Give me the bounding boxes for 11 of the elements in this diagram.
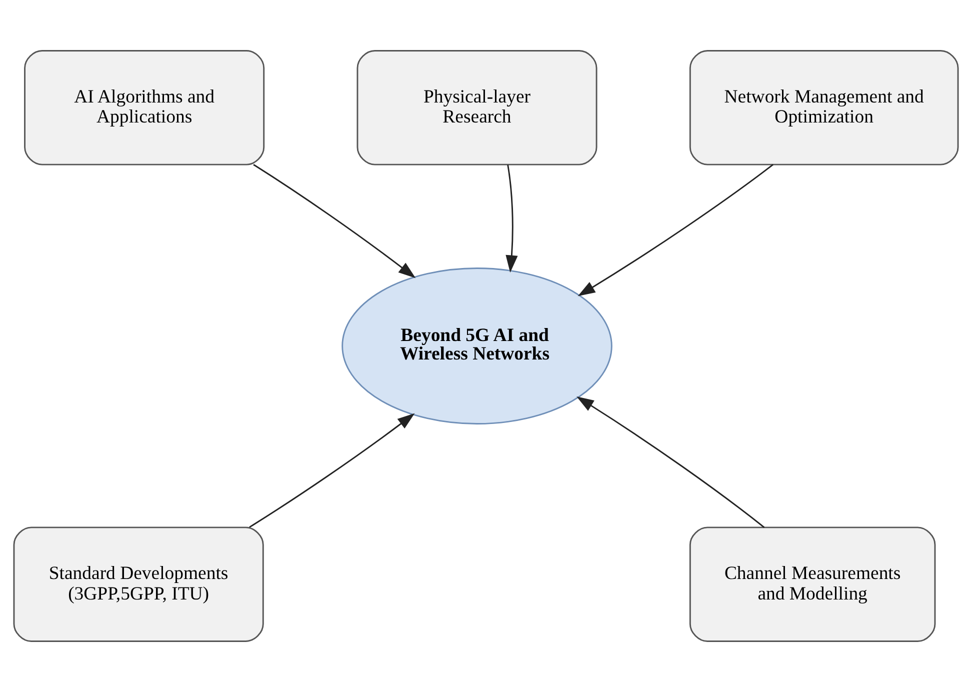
arrow xyxy=(249,412,415,528)
node-box: Physical-layer Research xyxy=(356,50,598,165)
node-box: Network Management and Optimization xyxy=(689,50,959,165)
node-ellipse: Beyond 5G AI and Wireless Networks xyxy=(342,267,612,424)
node-box: Standard Developments (3GPP,5GPP, ITU) xyxy=(13,526,264,642)
node-box: AI Algorithms and Applications xyxy=(24,50,265,165)
arrow xyxy=(578,164,774,296)
arrow xyxy=(576,396,765,528)
node-box: Channel Measurements and Modelling xyxy=(689,526,936,642)
arrow xyxy=(253,163,416,278)
arrow xyxy=(506,164,518,272)
